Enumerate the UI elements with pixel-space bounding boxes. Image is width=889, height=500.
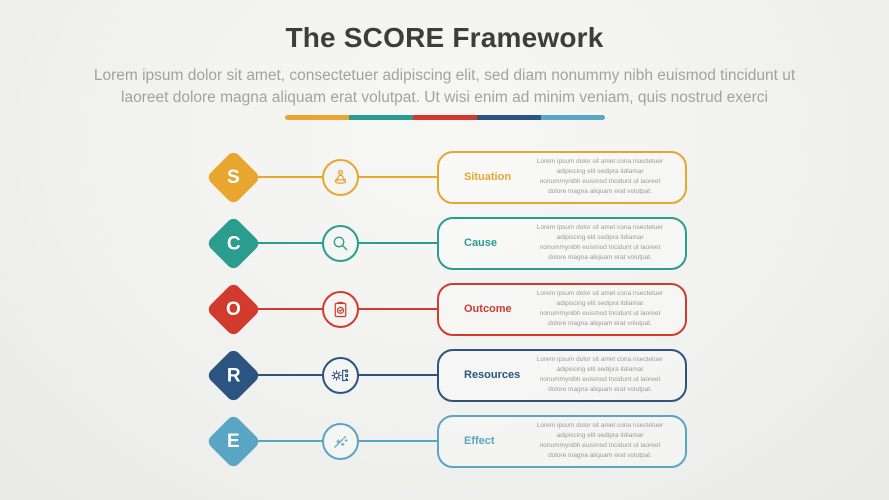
magnifying-glass-icon	[321, 224, 359, 262]
letter-diamond: C	[205, 215, 262, 271]
box-title: Cause	[464, 237, 498, 249]
letter-diamond: O	[205, 281, 262, 337]
page-title: The SCORE Framework	[285, 22, 604, 53]
box-title: Outcome	[464, 303, 512, 315]
header: The SCORE Framework Lorem ipsum dolor si…	[0, 22, 889, 109]
box-description: Lorem ipsum dolor sit amet cona nsectetu…	[536, 157, 664, 196]
row-effect: E Effect Lorem ipsum dolor sit amet cona…	[205, 408, 688, 474]
content-box: Situation Lorem ipsum dolor sit amet con…	[437, 150, 687, 204]
page-subtitle: Lorem ipsum dolor sit amet, consectetuer…	[93, 67, 796, 106]
meditation-person-icon	[321, 158, 359, 196]
row-outcome: O Outcome Lorem ipsum dolor sit amet con…	[205, 276, 688, 342]
divider-segment	[476, 115, 541, 120]
clipboard-check-icon	[321, 290, 359, 328]
divider-segment	[348, 115, 413, 120]
content-box: Outcome Lorem ipsum dolor sit amet cona …	[437, 282, 687, 336]
color-divider-bar	[284, 115, 605, 120]
letter-badge: S	[227, 166, 240, 188]
box-title: Resources	[464, 369, 521, 381]
row-resources: R Resources Lorem ipsum dolor sit amet c…	[205, 342, 688, 408]
box-description: Lorem ipsum dolor sit amet cona nsectetu…	[536, 223, 664, 262]
letter-badge: C	[226, 232, 241, 254]
letter-diamond: S	[205, 149, 262, 205]
letter-badge: O	[226, 298, 241, 320]
gear-options-icon	[321, 356, 359, 394]
box-description: Lorem ipsum dolor sit amet cona nsectetu…	[536, 289, 664, 328]
box-title: Effect	[464, 435, 495, 447]
box-title: Situation	[464, 171, 512, 183]
row-cause: C Cause Lorem ipsum dolor sit amet cona …	[205, 210, 688, 276]
framework-rows: S Situation Lorem ipsum dolor sit amet c…	[205, 144, 688, 474]
divider-segment	[284, 115, 349, 120]
letter-diamond: E	[205, 413, 262, 469]
content-box: Effect Lorem ipsum dolor sit amet cona n…	[437, 414, 687, 468]
content-box: Resources Lorem ipsum dolor sit amet con…	[437, 348, 687, 402]
divider-segment	[412, 115, 477, 120]
letter-badge: E	[227, 430, 240, 452]
magic-wand-icon	[321, 422, 359, 460]
box-description: Lorem ipsum dolor sit amet cona nsectetu…	[536, 355, 664, 394]
row-situation: S Situation Lorem ipsum dolor sit amet c…	[205, 144, 688, 210]
letter-badge: R	[226, 364, 241, 386]
divider-segment	[540, 115, 605, 120]
content-box: Cause Lorem ipsum dolor sit amet cona ns…	[437, 216, 687, 270]
box-description: Lorem ipsum dolor sit amet cona nsectetu…	[536, 421, 664, 460]
letter-diamond: R	[205, 347, 262, 403]
